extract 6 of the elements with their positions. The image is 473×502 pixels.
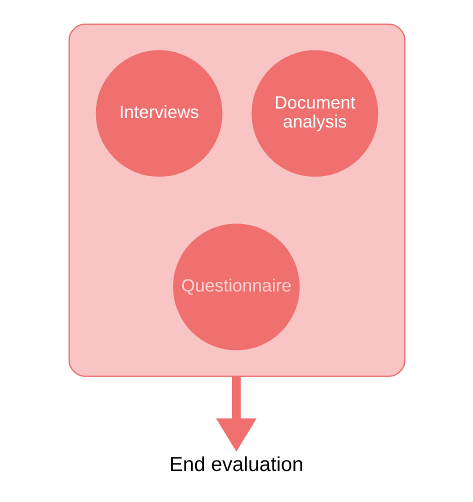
cluster [68, 23, 405, 376]
arrow [216, 376, 256, 452]
node-circle: Questionnaire [171, 222, 300, 352]
node-text: End evaluation [168, 453, 303, 476]
node-circle: Interviews [94, 48, 224, 178]
node-circle: Document analysis [250, 48, 379, 178]
